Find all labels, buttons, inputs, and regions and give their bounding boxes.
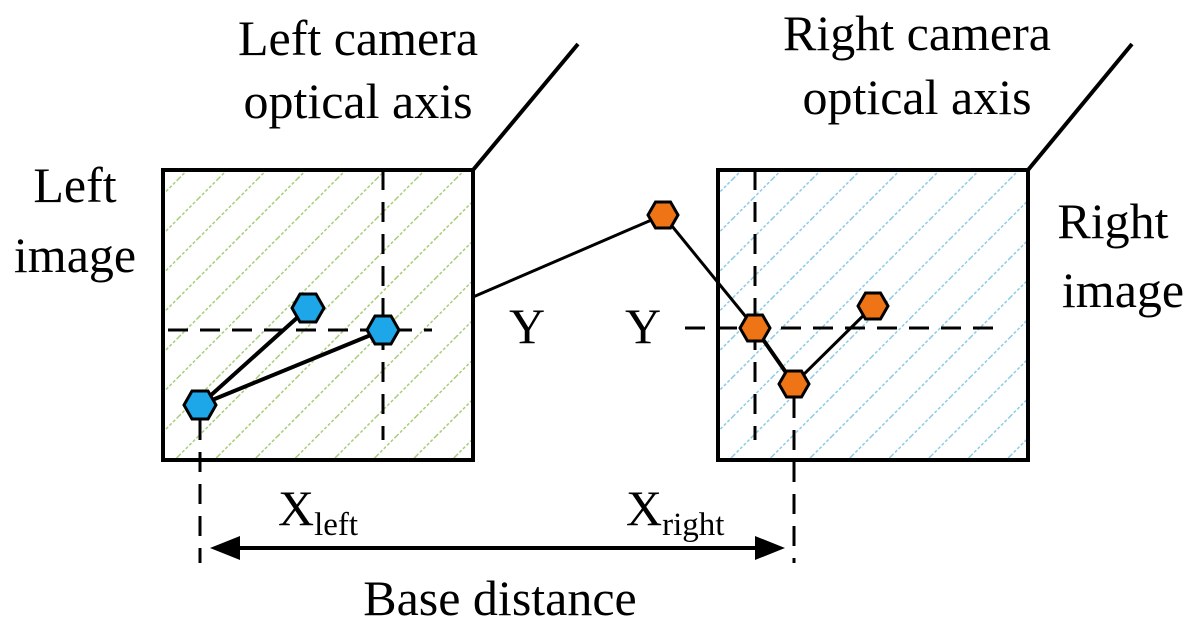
right-point-marker-1: [738, 313, 772, 343]
right-image-plane: [716, 168, 1030, 462]
right-optical-axis-line: [1026, 42, 1134, 172]
object-point-marker: [646, 200, 680, 230]
left-axis-label-line2: optical axis: [243, 73, 472, 129]
left-point-marker-1: [182, 389, 218, 421]
y-label-left: Y: [509, 298, 545, 354]
x-right-subscript: right: [662, 507, 724, 543]
right-image-label-line1: Right: [1057, 193, 1168, 249]
left-axis-label-line1: Left camera: [238, 10, 478, 66]
left-point-marker-2: [290, 292, 326, 324]
left-image-label-line1: Left: [33, 157, 116, 213]
left-connection-line-b: [199, 328, 384, 407]
right-point-marker-3: [856, 291, 890, 321]
y-label-right: Y: [625, 298, 661, 354]
right-axis-label-line2: optical axis: [802, 69, 1031, 125]
x-left-main: X: [278, 480, 314, 536]
right-connection-line-b: [792, 304, 875, 386]
left-point-marker-3: [365, 314, 401, 346]
x-left-label: Xleft: [278, 480, 358, 543]
base-distance-label: Base distance: [363, 570, 637, 625]
x-right-main: X: [626, 480, 662, 536]
left-connection-line-a: [198, 306, 310, 407]
base-distance-arrowhead-left: [210, 536, 240, 560]
object-to-right-line: [661, 214, 757, 329]
right-axis-label-line1: Right camera: [783, 5, 1051, 61]
left-optical-axis-line: [471, 42, 580, 172]
x-left-subscript: left: [314, 507, 358, 543]
left-image-label-line2: image: [14, 227, 136, 283]
right-point-marker-2: [777, 369, 811, 399]
object-to-image-line: [472, 213, 664, 299]
x-right-label: Xright: [626, 480, 724, 543]
base-distance-arrowhead-right: [755, 536, 785, 560]
right-image-label-line2: image: [1062, 262, 1184, 318]
